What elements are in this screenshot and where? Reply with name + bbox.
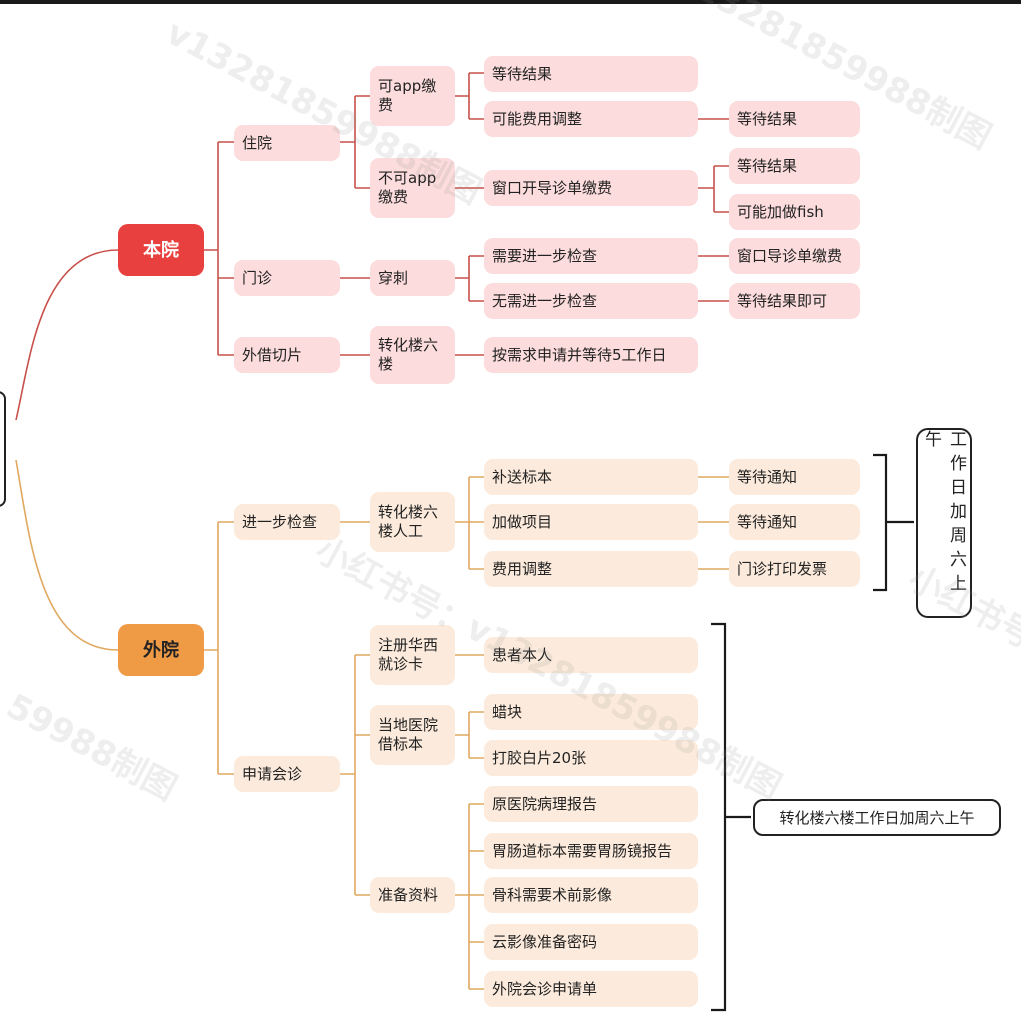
node-wait-notice[interactable]: 等待通知 bbox=[729, 459, 860, 495]
node-label: 可app缴费 bbox=[378, 77, 437, 114]
node-label: 费用调整 bbox=[492, 559, 553, 578]
group-brackets bbox=[711, 453, 914, 1012]
node-building-6f[interactable]: 转化楼六楼 bbox=[370, 326, 455, 384]
node-zhuyuan[interactable]: 住院 bbox=[234, 125, 340, 161]
top-border bbox=[0, 0, 1021, 4]
note-text: 转化楼六楼工作日加周六上午 bbox=[779, 809, 975, 827]
node-label: 按需求申请并等待5工作日 bbox=[492, 345, 667, 364]
branch-label: 外院 bbox=[143, 639, 179, 661]
node-label: 补送标本 bbox=[492, 467, 553, 486]
node-app-pay[interactable]: 可app缴费 bbox=[370, 66, 455, 126]
node-no-need-exam[interactable]: 无需进一步检查 bbox=[484, 283, 698, 319]
note-text: 工作日加周六上午 bbox=[921, 430, 966, 598]
node-patient-self[interactable]: 患者本人 bbox=[484, 637, 698, 673]
node-label: 骨科需要术前影像 bbox=[492, 885, 613, 904]
node-add-fish[interactable]: 可能加做fish bbox=[729, 194, 860, 230]
node-menzhen[interactable]: 门诊 bbox=[234, 260, 340, 296]
branch-label: 本院 bbox=[143, 239, 179, 261]
branch-benyuan[interactable]: 本院 bbox=[118, 224, 204, 276]
node-window-guide-pay[interactable]: 窗口导诊单缴费 bbox=[729, 238, 860, 274]
node-label: 需要进一步检查 bbox=[492, 246, 598, 265]
node-waijie[interactable]: 外借切片 bbox=[234, 337, 340, 373]
node-fee-adjust[interactable]: 费用调整 bbox=[484, 551, 698, 587]
benyuan-connectors bbox=[15, 72, 729, 421]
node-label: 门诊 bbox=[242, 268, 273, 287]
node-label: 等待结果 bbox=[737, 156, 798, 175]
node-label: 无需进一步检查 bbox=[492, 291, 598, 310]
node-wait-result-ok[interactable]: 等待结果即可 bbox=[729, 283, 860, 319]
node-wait-notice[interactable]: 等待通知 bbox=[729, 504, 860, 540]
node-label: 当地医院借标本 bbox=[378, 716, 439, 753]
node-label: 外借切片 bbox=[242, 345, 303, 364]
node-register-card[interactable]: 注册华西就诊卡 bbox=[370, 625, 455, 685]
node-label: 胃肠道标本需要胃肠镜报告 bbox=[492, 841, 673, 860]
node-label: 等待通知 bbox=[737, 467, 798, 486]
node-need-exam[interactable]: 需要进一步检查 bbox=[484, 238, 698, 274]
node-print-invoice[interactable]: 门诊打印发票 bbox=[729, 551, 860, 587]
node-label: 转化楼六楼人工 bbox=[378, 503, 439, 540]
node-label: 加做项目 bbox=[492, 512, 553, 531]
node-white-slides[interactable]: 打胶白片20张 bbox=[484, 740, 698, 776]
node-label: 可能费用调整 bbox=[492, 109, 583, 128]
node-doc-item[interactable]: 原医院病理报告 bbox=[484, 786, 698, 822]
node-label: 可能加做fish bbox=[737, 202, 824, 221]
node-label: 窗口导诊单缴费 bbox=[737, 246, 843, 265]
node-wax-block[interactable]: 蜡块 bbox=[484, 694, 698, 730]
node-doc-item[interactable]: 胃肠道标本需要胃肠镜报告 bbox=[484, 833, 698, 869]
node-extra-items[interactable]: 加做项目 bbox=[484, 504, 698, 540]
node-label: 蜡块 bbox=[492, 702, 523, 721]
node-label: 外院会诊申请单 bbox=[492, 979, 598, 998]
node-further-exam[interactable]: 进一步检查 bbox=[234, 504, 340, 540]
node-label: 申请会诊 bbox=[242, 764, 303, 783]
node-fee-adjust[interactable]: 可能费用调整 bbox=[484, 101, 698, 137]
node-no-app-pay[interactable]: 不可app缴费 bbox=[370, 158, 455, 218]
note-horizontal: 转化楼六楼工作日加周六上午 bbox=[753, 799, 1001, 836]
node-borrow-sample[interactable]: 当地医院借标本 bbox=[370, 705, 455, 765]
root-node-edge bbox=[0, 391, 6, 507]
node-label: 进一步检查 bbox=[242, 512, 318, 531]
node-label: 原医院病理报告 bbox=[492, 794, 598, 813]
node-label: 穿刺 bbox=[378, 268, 409, 287]
node-chuanci[interactable]: 穿刺 bbox=[370, 260, 455, 296]
node-doc-item[interactable]: 外院会诊申请单 bbox=[484, 971, 698, 1007]
node-doc-item[interactable]: 骨科需要术前影像 bbox=[484, 877, 698, 913]
node-label: 住院 bbox=[242, 133, 273, 152]
node-label: 等待结果 bbox=[492, 64, 553, 83]
node-wait-result[interactable]: 等待结果 bbox=[729, 148, 860, 184]
node-prepare-docs[interactable]: 准备资料 bbox=[370, 877, 455, 913]
node-resend-sample[interactable]: 补送标本 bbox=[484, 459, 698, 495]
node-label: 云影像准备密码 bbox=[492, 932, 598, 951]
node-label: 窗口开导诊单缴费 bbox=[492, 178, 613, 197]
note-vertical: 工作日加周六上午 bbox=[916, 428, 972, 618]
node-building-6f-staff[interactable]: 转化楼六楼人工 bbox=[370, 492, 455, 552]
node-doc-item[interactable]: 云影像准备密码 bbox=[484, 924, 698, 960]
branch-waiyuan[interactable]: 外院 bbox=[118, 624, 204, 676]
node-window-pay[interactable]: 窗口开导诊单缴费 bbox=[484, 170, 698, 206]
node-apply-consult[interactable]: 申请会诊 bbox=[234, 756, 340, 792]
node-wait-result[interactable]: 等待结果 bbox=[729, 101, 860, 137]
node-label: 准备资料 bbox=[378, 885, 439, 904]
node-apply-wait[interactable]: 按需求申请并等待5工作日 bbox=[484, 337, 698, 373]
node-label: 门诊打印发票 bbox=[737, 559, 828, 578]
node-label: 等待结果即可 bbox=[737, 291, 828, 310]
node-label: 转化楼六楼 bbox=[378, 336, 439, 373]
node-label: 等待结果 bbox=[737, 109, 798, 128]
node-wait-result[interactable]: 等待结果 bbox=[484, 56, 698, 92]
node-label: 等待通知 bbox=[737, 512, 798, 531]
waiyuan-connectors bbox=[15, 459, 729, 990]
node-label: 不可app缴费 bbox=[378, 169, 437, 206]
node-label: 患者本人 bbox=[492, 645, 553, 664]
node-label: 打胶白片20张 bbox=[492, 748, 587, 767]
node-label: 注册华西就诊卡 bbox=[378, 636, 439, 673]
